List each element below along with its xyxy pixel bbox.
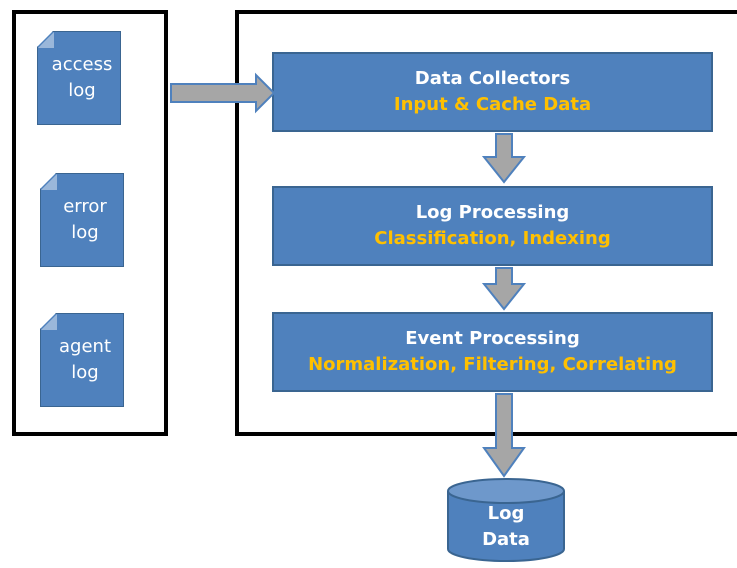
access-log-document-icon: access log bbox=[37, 31, 121, 125]
log-data-label-line1: Log bbox=[487, 503, 525, 524]
log-processing-box: Log Processing Classification, Indexing bbox=[272, 186, 713, 266]
agent-log-label-line1: agent bbox=[59, 336, 111, 357]
error-log-label-line2: log bbox=[71, 222, 99, 243]
log-data-database-icon: Log Data bbox=[446, 477, 566, 563]
data-collectors-subtitle: Input & Cache Data bbox=[393, 94, 592, 115]
log-processing-subtitle: Classification, Indexing bbox=[374, 228, 611, 249]
event-processing-subtitle: Normalization, Filtering, Correlating bbox=[308, 354, 677, 375]
event-processing-box: Event Processing Normalization, Filterin… bbox=[272, 312, 713, 392]
error-log-document-icon: error log bbox=[40, 173, 124, 267]
agent-log-label-line2: log bbox=[71, 362, 99, 383]
event-processing-title: Event Processing bbox=[405, 328, 580, 349]
data-collectors-title: Data Collectors bbox=[414, 68, 571, 89]
log-data-label: Log Data bbox=[446, 501, 566, 553]
agent-log-document-icon: agent log bbox=[40, 313, 124, 407]
error-log-label-line1: error bbox=[63, 196, 107, 217]
access-log-label-line1: access bbox=[51, 54, 113, 75]
data-collectors-box: Data Collectors Input & Cache Data bbox=[272, 52, 713, 132]
access-log-label-line2: log bbox=[68, 80, 96, 101]
database-cylinder-icon bbox=[447, 478, 565, 562]
log-data-label-line2: Data bbox=[482, 529, 530, 550]
log-processing-title: Log Processing bbox=[415, 202, 570, 223]
